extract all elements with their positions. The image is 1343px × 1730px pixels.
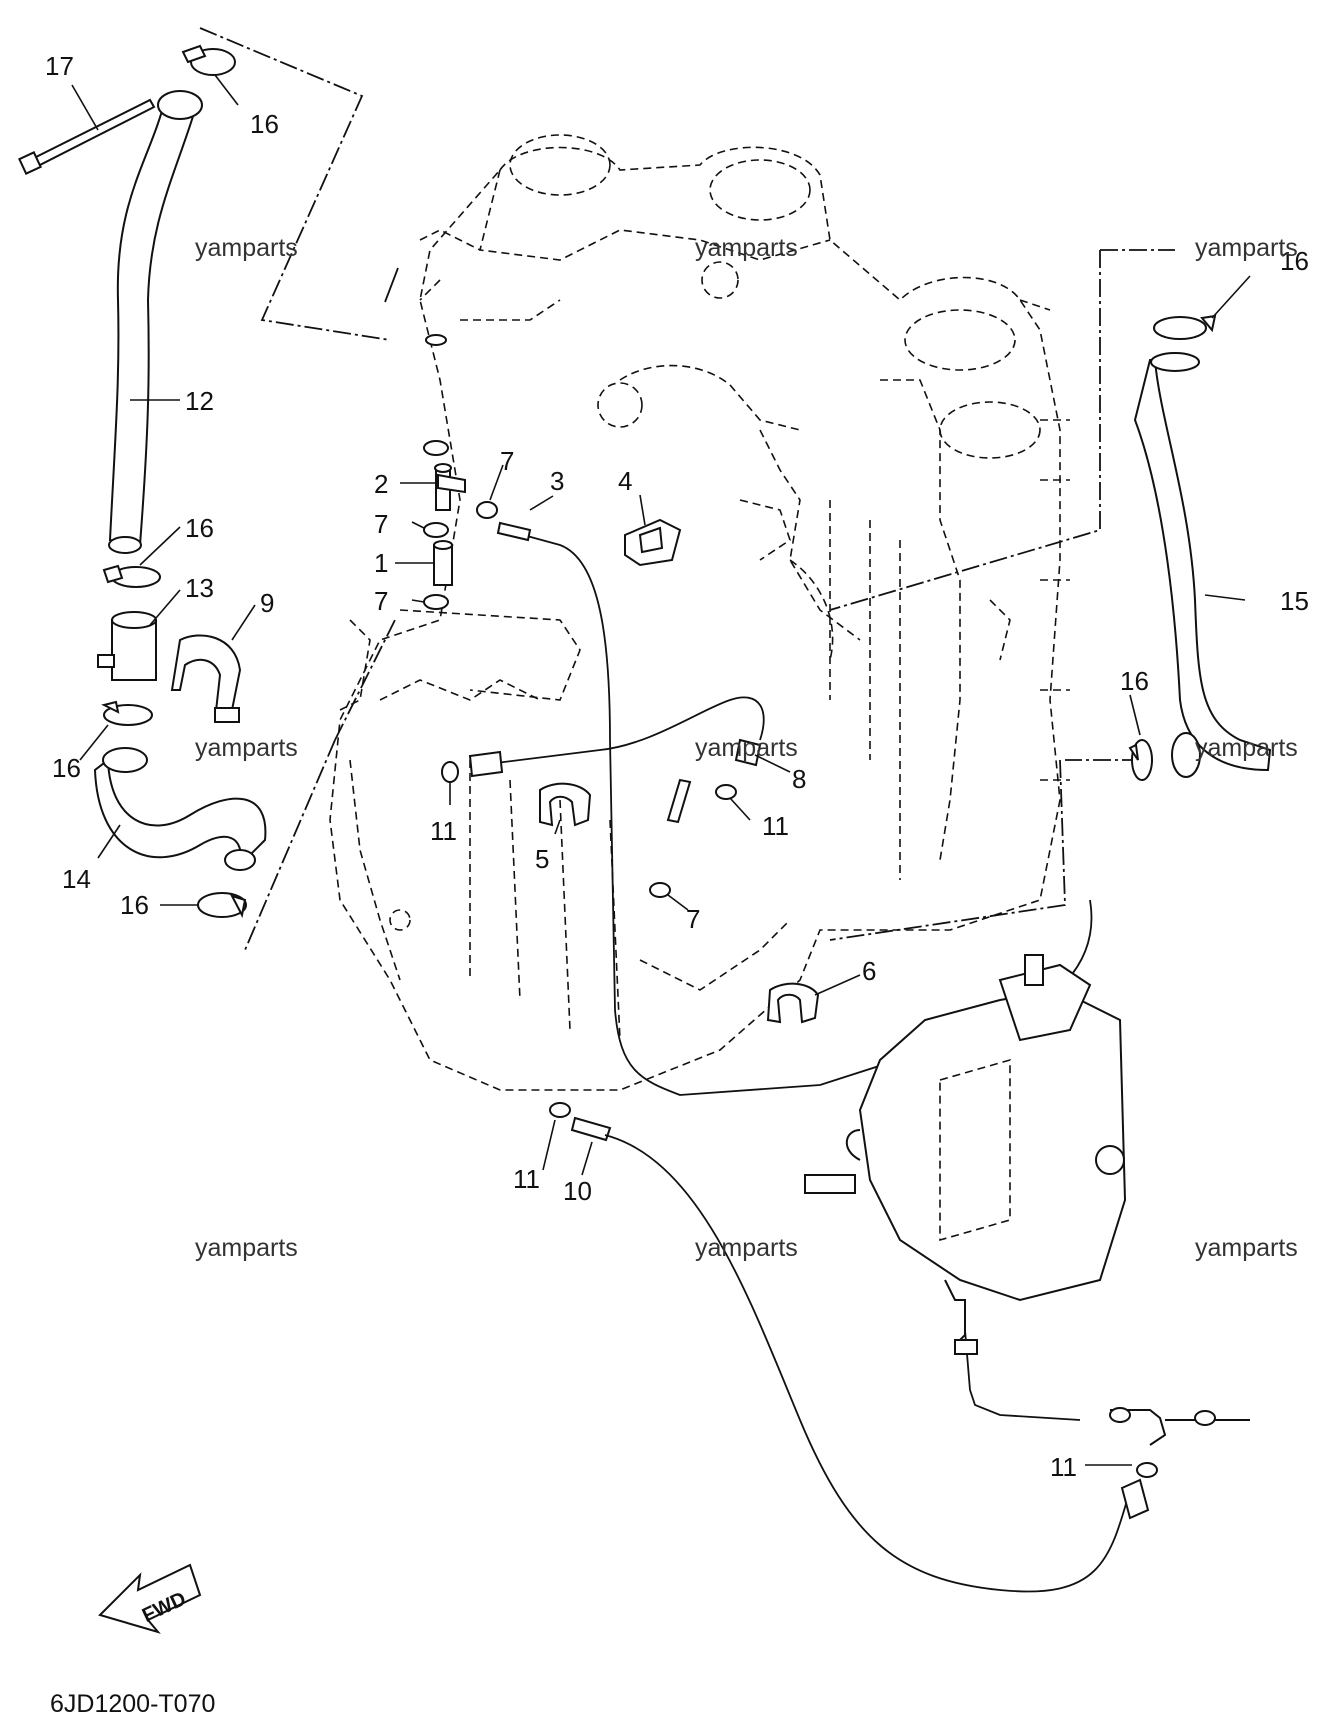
callout-11: 11 — [513, 1164, 540, 1194]
clip-4 — [624, 518, 682, 567]
callout-4: 4 — [618, 466, 632, 496]
callout-11: 11 — [762, 811, 789, 841]
engine-block-outline — [329, 134, 1070, 1091]
clip-9 — [170, 634, 242, 723]
cable-tie-17 — [18, 98, 156, 175]
boundary-lines — [199, 27, 1175, 951]
watermark: yamparts — [695, 734, 798, 762]
watermark: yamparts — [195, 1234, 298, 1262]
callout-8: 8 — [792, 764, 806, 794]
callout-16: 16 — [185, 513, 214, 543]
hose-8 — [468, 696, 765, 824]
hose-12 — [108, 90, 203, 554]
callout-6: 6 — [862, 956, 876, 986]
callout-14: 14 — [62, 864, 91, 894]
callout-15: 15 — [1280, 586, 1309, 616]
watermark: yamparts — [1195, 734, 1298, 762]
callout-11: 11 — [430, 816, 457, 846]
leader-lines — [71, 74, 1251, 1466]
watermark: yamparts — [195, 734, 298, 762]
callout-16: 16 — [1280, 246, 1309, 276]
hose-10 — [570, 1116, 1150, 1593]
watermark: yamparts — [1195, 1234, 1298, 1262]
callout-17: 17 — [45, 51, 74, 81]
callout-12: 12 — [185, 386, 214, 416]
callout-16: 16 — [250, 109, 279, 139]
callout-7: 7 — [500, 446, 514, 476]
callout-1: 1 — [374, 548, 388, 578]
callout-7: 7 — [374, 509, 388, 539]
callout-5: 5 — [535, 844, 549, 874]
clamp-16-right-side — [1128, 739, 1153, 781]
watermark: yamparts — [695, 1234, 798, 1262]
callout-16: 16 — [120, 890, 149, 920]
drawing-code: 6JD1200-T070 — [50, 1690, 215, 1718]
clamp-16-top-right — [1153, 314, 1217, 340]
clamp-16-upper-left — [102, 564, 161, 588]
callout-7: 7 — [374, 586, 388, 616]
t-joint-2 — [434, 463, 466, 511]
callout-13: 13 — [185, 573, 214, 603]
clamp-16-mid-left — [101, 700, 153, 726]
callout-16: 16 — [1120, 666, 1149, 696]
clip-5 — [539, 782, 592, 827]
clamp-16-top — [181, 44, 236, 76]
callout-11: 11 — [1050, 1452, 1077, 1482]
hose-14 — [93, 747, 267, 871]
clip-6 — [766, 982, 820, 1024]
fwd-arrow: FWD — [98, 1563, 202, 1634]
fitting-13 — [97, 611, 157, 681]
vapor-separator — [804, 954, 1250, 1446]
callout-numbers: 17 16 16 12 16 13 9 16 14 16 2 7 7 1 7 3… — [45, 51, 1309, 1482]
callout-16: 16 — [52, 753, 81, 783]
callout-3: 3 — [550, 466, 564, 496]
watermark: yamparts — [1195, 234, 1298, 262]
callout-9: 9 — [260, 588, 274, 618]
clamp-16-lower-left — [197, 892, 247, 918]
pipe-1 — [433, 540, 453, 586]
watermark: yamparts — [195, 234, 298, 262]
callout-7: 7 — [686, 904, 700, 934]
callout-10: 10 — [563, 1176, 592, 1206]
callout-2: 2 — [374, 469, 388, 499]
watermark: yamparts — [695, 234, 798, 262]
clamps-11 — [441, 761, 1158, 1478]
hose-15 — [1133, 352, 1272, 778]
watermarks: yamparts yamparts yamparts yamparts yamp… — [195, 234, 1298, 1262]
